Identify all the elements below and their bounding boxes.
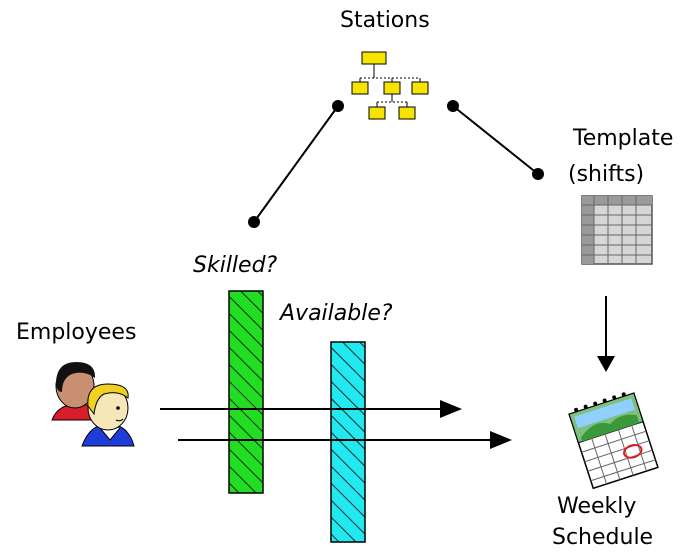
flow-line-upper (160, 400, 462, 418)
available-label: Available? (280, 301, 393, 326)
stations-template-connector (447, 100, 544, 180)
employees-label: Employees (16, 320, 137, 345)
stations-skilled-connector (248, 100, 344, 228)
template-to-schedule-arrow (597, 296, 615, 372)
org-chart-icon (351, 51, 429, 120)
shifts-label: (shifts) (568, 162, 645, 187)
weekly-label: Weekly (557, 494, 637, 519)
people-icon (51, 362, 135, 447)
template-label: Template (573, 126, 674, 151)
stations-label: Stations (340, 8, 430, 33)
available-filter-bar (330, 341, 366, 543)
spreadsheet-icon (581, 195, 653, 265)
schedule-label: Schedule (552, 525, 654, 550)
calendar-icon (568, 392, 659, 490)
skilled-label: Skilled? (193, 253, 278, 278)
skilled-filter-bar (228, 290, 264, 494)
